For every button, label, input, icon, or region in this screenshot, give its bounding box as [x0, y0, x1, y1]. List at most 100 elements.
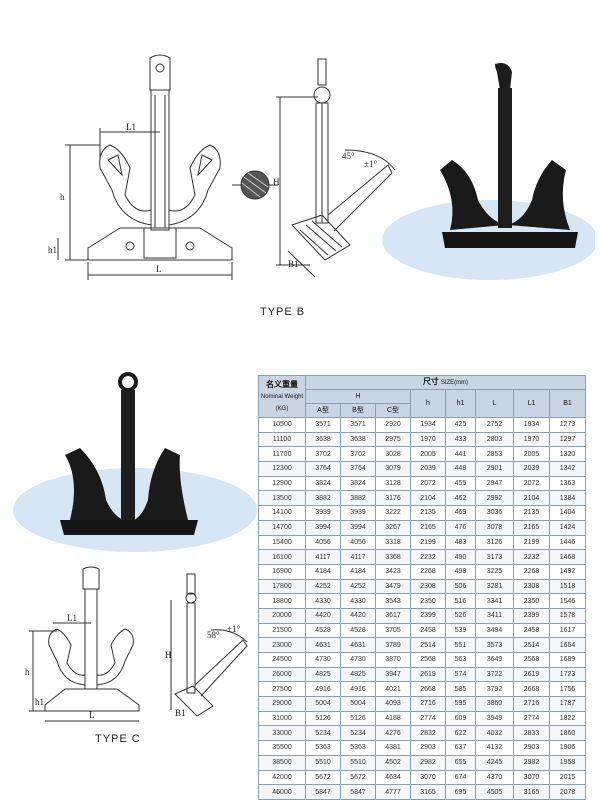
- table-cell: 498: [445, 563, 476, 580]
- table-cell: 2072: [410, 475, 446, 492]
- table-cell: 2232: [513, 549, 550, 565]
- table-cell: 3078: [475, 519, 514, 536]
- table-cell: 4825: [305, 666, 341, 683]
- table-cell: 2350: [513, 593, 550, 609]
- type-c-l-label: L: [89, 710, 95, 720]
- table-cell: 17800: [258, 578, 306, 595]
- table-cell: 1617: [548, 622, 587, 639]
- table-cell: 26000: [258, 666, 306, 683]
- table-cell: 3705: [375, 622, 411, 639]
- type-c-front-drawing: L1 L h h1: [25, 566, 140, 722]
- table-cell: 3126: [475, 534, 514, 551]
- table-cell: 4631: [305, 637, 341, 653]
- table-cell: 14100: [258, 505, 306, 521]
- table-cell: 5847: [340, 784, 376, 800]
- table-cell: 3411: [475, 607, 514, 624]
- table-cell: 695: [445, 784, 476, 800]
- table-cell: 2308: [410, 578, 446, 595]
- table-cell: 1342: [548, 461, 587, 477]
- table-cell: 4276: [375, 725, 411, 742]
- table-cell: 29000: [258, 696, 306, 712]
- table-cell: 3882: [340, 490, 376, 507]
- table-cell: 5234: [340, 725, 376, 742]
- table-cell: 2716: [513, 696, 550, 712]
- sub-c-header: C型: [375, 403, 411, 418]
- type-b-caption: TYPE B: [260, 306, 306, 318]
- table-cell: 2803: [475, 431, 514, 448]
- table-cell: 3070: [513, 769, 550, 786]
- type-c-l1-label: L1: [67, 613, 77, 623]
- table-cell: 3543: [375, 593, 411, 609]
- table-cell: 3939: [340, 505, 376, 521]
- table-cell: 3494: [475, 622, 514, 639]
- table-cell: 526: [445, 607, 476, 624]
- table-cell: 3281: [475, 578, 514, 595]
- table-cell: 5234: [305, 725, 341, 742]
- table-cell: 12300: [258, 461, 306, 477]
- table-cell: 2104: [410, 490, 446, 507]
- table-cell: 655: [445, 754, 476, 771]
- table-cell: 2458: [410, 622, 446, 639]
- table-cell: 4330: [305, 593, 341, 609]
- table-cell: 2752: [475, 417, 514, 433]
- col-h1-header: h1: [445, 389, 476, 418]
- table-cell: 3128: [375, 475, 411, 492]
- table-cell: 3702: [340, 446, 376, 463]
- table-cell: 3423: [375, 563, 411, 580]
- table-cell: 1970: [513, 431, 550, 448]
- type-b-h-label: H: [273, 177, 280, 187]
- table-cell: 2308: [513, 578, 550, 595]
- table-cell: 3994: [340, 519, 376, 536]
- table-cell: 3882: [305, 490, 341, 507]
- table-cell: 3028: [375, 446, 411, 463]
- table-cell: 5510: [305, 754, 341, 771]
- table-cell: 10500: [258, 417, 306, 433]
- table-cell: 2568: [410, 652, 446, 668]
- table-cell: 1404: [548, 505, 587, 521]
- table-cell: 11100: [258, 431, 306, 448]
- table-cell: 585: [445, 681, 476, 698]
- table-cell: 448: [445, 461, 476, 477]
- table-cell: 1934: [410, 417, 446, 433]
- table-cell: 2832: [410, 725, 446, 742]
- table-cell: 490: [445, 549, 476, 565]
- table-cell: 3571: [340, 417, 376, 433]
- table-cell: 433: [445, 431, 476, 448]
- table-cell: 38500: [258, 754, 306, 771]
- table-cell: 1654: [548, 637, 587, 653]
- table-cell: 2619: [410, 666, 446, 683]
- table-cell: 1860: [548, 725, 587, 742]
- table-cell: 2104: [513, 490, 550, 507]
- table-cell: 3638: [340, 431, 376, 448]
- size-header: 尺寸 SIZE(mm): [304, 375, 587, 390]
- table-cell: 3764: [340, 461, 376, 477]
- table-cell: 1320: [548, 446, 587, 463]
- table-cell: 1424: [548, 519, 587, 536]
- type-b-h-small-label: h: [60, 192, 65, 202]
- nominal-weight-header: 名义重量 Nominal Weight (KG): [258, 375, 306, 418]
- table-cell: 3173: [475, 549, 514, 565]
- table-cell: 2982: [513, 754, 550, 771]
- table-cell: 16900: [258, 563, 306, 580]
- table-cell: 13500: [258, 490, 306, 507]
- type-b-l-label: L: [156, 264, 162, 274]
- table-cell: 3176: [375, 490, 411, 507]
- table-cell: 1906: [548, 740, 587, 756]
- table-cell: 2514: [513, 637, 550, 653]
- table-cell: 506: [445, 578, 476, 595]
- table-cell: 637: [445, 740, 476, 756]
- table-cell: 5363: [340, 740, 376, 756]
- table-cell: 3165: [410, 784, 446, 800]
- table-cell: 14700: [258, 519, 306, 536]
- table-cell: 4252: [340, 578, 376, 595]
- table-cell: 4370: [475, 769, 514, 786]
